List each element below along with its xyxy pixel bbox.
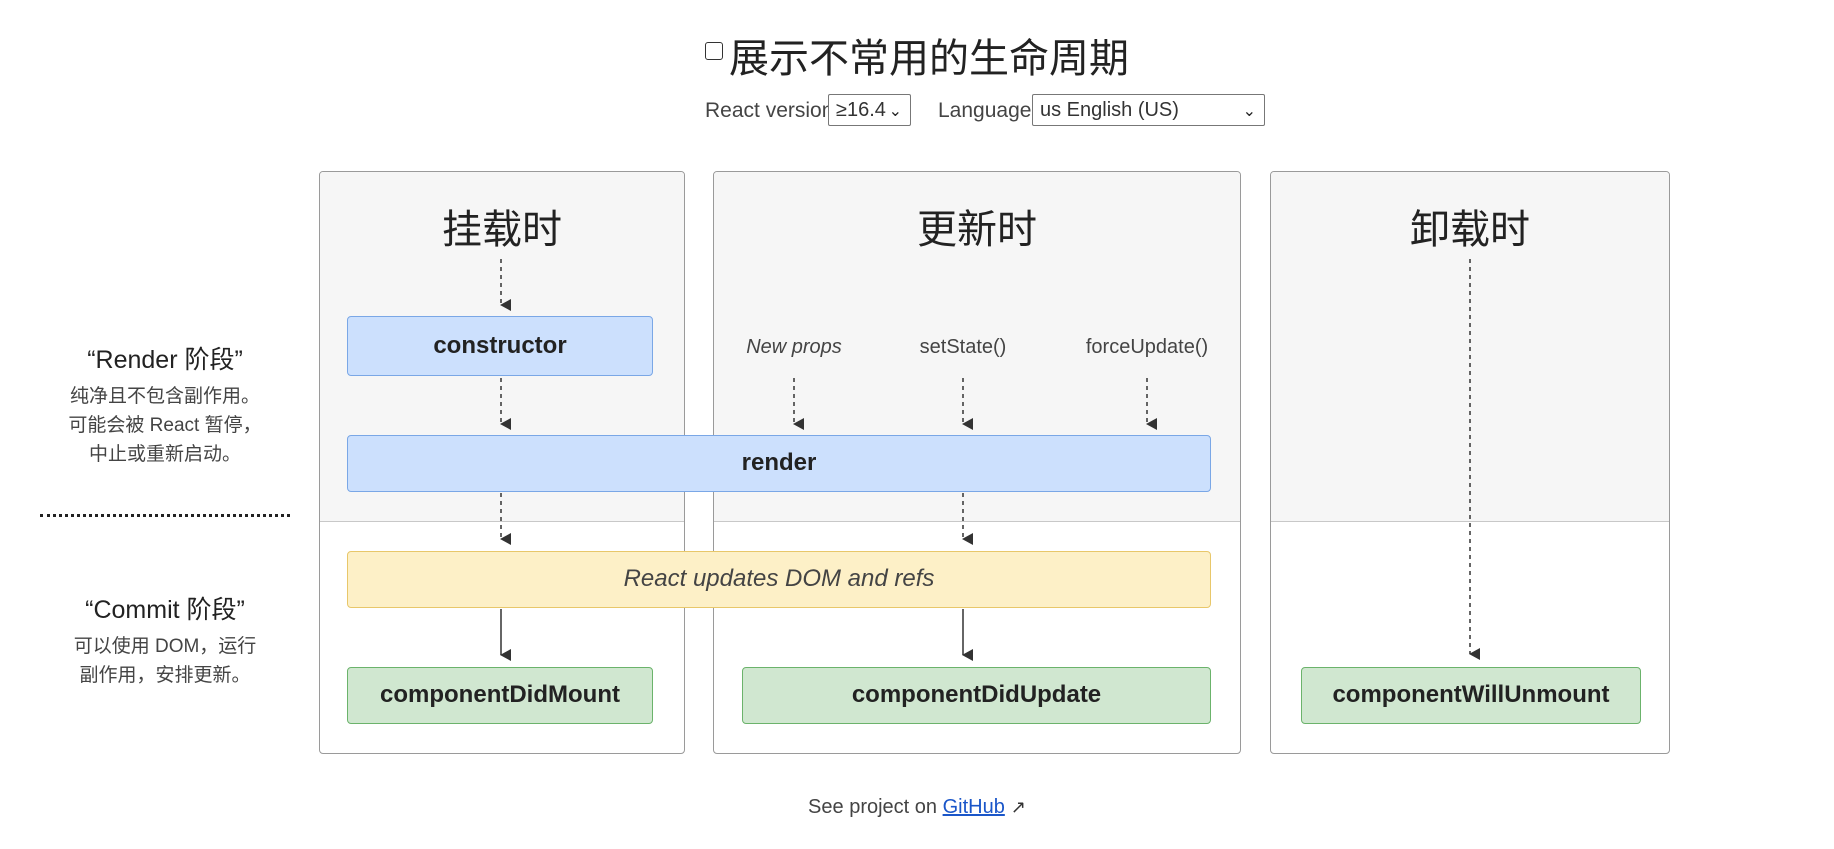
component-will-unmount-box[interactable]: componentWillUnmount xyxy=(1301,667,1641,724)
react-version-value: ≥16.4 xyxy=(836,99,886,121)
show-less-common-label[interactable]: 展示不常用的生命周期 xyxy=(729,37,1129,81)
mounting-title: 挂载时 xyxy=(442,208,562,252)
phase-divider xyxy=(40,514,290,517)
unmounting-title: 卸载时 xyxy=(1410,208,1530,252)
trigger-new-props: New props xyxy=(746,336,842,358)
footer: See project on GitHub↗ xyxy=(0,796,1834,819)
commit-phase-title: “Commit 阶段” xyxy=(85,596,245,624)
lifecycle-toggle-row: 展示不常用的生命周期 xyxy=(0,26,1834,84)
render-phase-desc-line: 中止或重新启动。 xyxy=(88,444,241,465)
render-phase-desc-line: 可能会被 React 暂停， xyxy=(68,415,262,436)
render-phase-title: “Render 阶段” xyxy=(87,346,243,374)
footer-prefix: See project on xyxy=(808,796,938,818)
render-phase-label: “Render 阶段” 纯净且不包含副作用。 可能会被 React 暂停， 中止… xyxy=(40,340,290,469)
language-label: Language xyxy=(938,99,1032,122)
react-updates-dom-box: React updates DOM and refs xyxy=(347,551,1211,608)
language-value: us English (US) xyxy=(1040,99,1179,121)
component-did-update-box[interactable]: componentDidUpdate xyxy=(742,667,1211,724)
constructor-box[interactable]: constructor xyxy=(347,316,653,376)
chevron-down-icon: ⌄ xyxy=(1242,103,1256,120)
show-less-common-checkbox[interactable] xyxy=(705,42,723,60)
github-link[interactable]: GitHub xyxy=(942,796,1005,818)
react-version-select[interactable]: ≥16.4 ⌄ xyxy=(828,94,911,126)
updating-title: 更新时 xyxy=(917,208,1037,252)
react-version-label: React version xyxy=(705,99,834,122)
chevron-down-icon: ⌄ xyxy=(888,103,902,120)
render-phase-desc-line: 纯净且不包含副作用。 xyxy=(69,386,260,407)
commit-phase-label: “Commit 阶段” 可以使用 DOM，运行 副作用，安排更新。 xyxy=(40,590,290,690)
trigger-set-state: setState() xyxy=(919,336,1007,358)
language-select[interactable]: us English (US) ⌄ xyxy=(1032,94,1265,126)
external-link-icon[interactable]: ↗ xyxy=(1010,797,1026,817)
component-did-mount-box[interactable]: componentDidMount xyxy=(347,667,653,724)
trigger-force-update: forceUpdate() xyxy=(1085,336,1209,358)
render-box[interactable]: render xyxy=(347,435,1211,492)
commit-phase-desc-line: 可以使用 DOM，运行 xyxy=(73,636,257,657)
commit-phase-desc-line: 副作用，安排更新。 xyxy=(79,665,251,686)
